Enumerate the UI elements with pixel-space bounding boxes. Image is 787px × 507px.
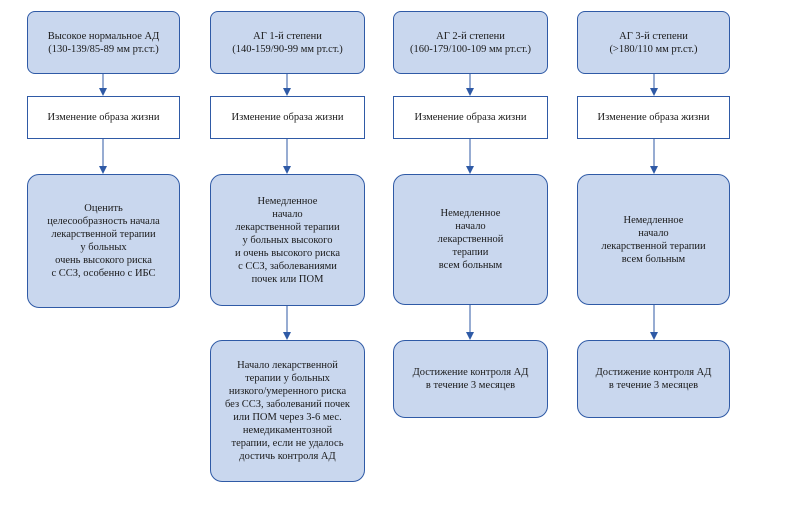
recommendation-3-1-text: Немедленное начало лекарственной терапии… (437, 208, 504, 271)
recommendation-4-2-text: Достижение контроля АД в течение 3 месяц… (595, 367, 712, 391)
recommendation-4-1: Немедленное начало лекарственной терапии… (577, 174, 730, 305)
recommendation-1-1-text: Оценить целесообразность начала лекарств… (47, 203, 160, 279)
lifestyle-box-2: Изменение образа жизни (210, 96, 365, 139)
header-ag2-text: АГ 2-й степени (160-179/100-109 мм рт.ст… (409, 30, 532, 55)
header-ag1-text: АГ 1-й степени (140-159/90-99 мм рт.ст.) (232, 30, 343, 55)
lifestyle-text-4: Изменение образа жизни (597, 112, 710, 123)
header-high-normal-bp-text: Высокое нормальное АД (130-139/85-89 мм … (47, 30, 160, 55)
recommendation-2-1: Немедленное начало лекарственной терапии… (210, 174, 365, 306)
lifestyle-box-4: Изменение образа жизни (577, 96, 730, 139)
lifestyle-text-3: Изменение образа жизни (414, 112, 527, 123)
header-ag3: АГ 3-й степени (>180/110 мм рт.ст.) (577, 11, 730, 74)
lifestyle-text-2: Изменение образа жизни (231, 112, 344, 123)
recommendation-1-1: Оценить целесообразность начала лекарств… (27, 174, 180, 308)
recommendation-2-2-text: Начало лекарственной терапии у больных н… (224, 360, 351, 462)
lifestyle-text-1: Изменение образа жизни (47, 112, 160, 123)
recommendation-3-1: Немедленное начало лекарственной терапии… (393, 174, 548, 305)
header-ag3-text: АГ 3-й степени (>180/110 мм рт.ст.) (609, 30, 698, 55)
recommendation-3-2-text: Достижение контроля АД в течение 3 месяц… (412, 367, 529, 391)
recommendation-4-1-text: Немедленное начало лекарственной терапии… (601, 214, 706, 265)
lifestyle-box-1: Изменение образа жизни (27, 96, 180, 139)
header-ag1: АГ 1-й степени (140-159/90-99 мм рт.ст.) (210, 11, 365, 74)
header-ag2: АГ 2-й степени (160-179/100-109 мм рт.ст… (393, 11, 548, 74)
recommendation-4-2: Достижение контроля АД в течение 3 месяц… (577, 340, 730, 418)
recommendation-3-2: Достижение контроля АД в течение 3 месяц… (393, 340, 548, 418)
header-high-normal-bp: Высокое нормальное АД (130-139/85-89 мм … (27, 11, 180, 74)
lifestyle-box-3: Изменение образа жизни (393, 96, 548, 139)
recommendation-2-1-text: Немедленное начало лекарственной терапии… (235, 195, 340, 285)
recommendation-2-2: Начало лекарственной терапии у больных н… (210, 340, 365, 482)
